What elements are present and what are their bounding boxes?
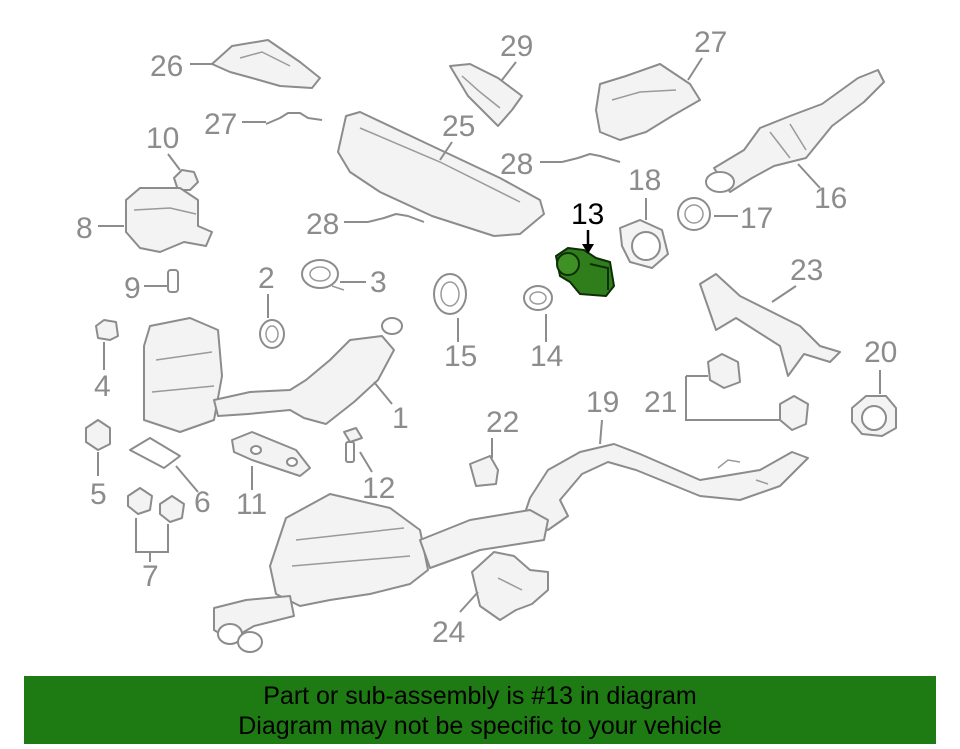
svg-text:10: 10	[146, 122, 179, 155]
svg-text:1: 1	[392, 402, 409, 435]
part-12-bolt[interactable]	[343, 427, 363, 463]
callout-29: 29	[500, 30, 533, 81]
svg-text:7: 7	[142, 560, 159, 593]
svg-text:25: 25	[442, 110, 475, 143]
callout-28-upper: 27	[204, 108, 266, 141]
svg-text:2: 2	[258, 262, 275, 295]
callout-28-lower: 28	[306, 208, 368, 241]
part-5-nut[interactable]	[85, 419, 111, 451]
callout-24: 24	[432, 591, 479, 649]
callout-20: 20	[864, 336, 897, 394]
part-28-strip-upper[interactable]	[265, 112, 323, 125]
svg-text:28: 28	[306, 208, 339, 241]
svg-text:3: 3	[370, 266, 387, 299]
callout-9: 9	[124, 272, 168, 305]
callout-28-middle: 28	[500, 148, 562, 181]
svg-text:14: 14	[530, 340, 563, 373]
callout-10: 10	[146, 122, 181, 171]
svg-text:26: 26	[150, 50, 183, 83]
callout-14: 14	[530, 314, 563, 373]
part-21-hangers[interactable]	[707, 353, 809, 431]
callout-25: 25	[439, 110, 475, 161]
part-15-gasket[interactable]	[433, 273, 467, 315]
callout-5: 5	[90, 452, 107, 511]
part-28-strip-middle[interactable]	[561, 153, 621, 163]
callout-6: 6	[175, 465, 211, 519]
part-3-clamp[interactable]	[301, 259, 345, 291]
part-7-nuts[interactable]	[127, 487, 185, 523]
part-27-heat-shield[interactable]	[595, 63, 701, 141]
banner-line-1: Part or sub-assembly is #13 in diagram	[263, 682, 697, 710]
callout-4: 4	[94, 342, 111, 403]
part-17-gasket[interactable]	[677, 197, 711, 231]
part-20-clamp[interactable]	[851, 395, 897, 437]
part-24-bracket[interactable]	[471, 551, 549, 621]
part-23-bracket[interactable]	[699, 273, 841, 377]
callout-8: 8	[76, 212, 124, 245]
part-25-crossmember[interactable]	[337, 111, 545, 237]
callout-23: 23	[771, 254, 823, 303]
part-6-gasket[interactable]	[129, 437, 181, 469]
callout-1: 1	[373, 381, 409, 435]
part-9-stud[interactable]	[167, 269, 179, 293]
svg-text:13: 13	[571, 198, 604, 231]
part-8-heat-shield[interactable]	[125, 187, 213, 253]
callout-21: 21	[644, 375, 780, 421]
svg-text:23: 23	[790, 254, 823, 287]
callout-22: 22	[486, 406, 519, 458]
callout-17: 17	[714, 202, 773, 235]
callout-2: 2	[258, 262, 275, 318]
callout-13: 13	[571, 198, 604, 254]
svg-text:5: 5	[90, 478, 107, 511]
svg-text:9: 9	[124, 272, 141, 305]
callout-15: 15	[444, 318, 477, 373]
part-22-hanger[interactable]	[469, 455, 499, 487]
part-26-heat-shield[interactable]	[211, 39, 321, 89]
part-manifold-converter[interactable]	[143, 317, 223, 433]
svg-text:11: 11	[236, 488, 267, 521]
part-1-front-pipe[interactable]	[213, 317, 403, 425]
svg-text:24: 24	[432, 616, 465, 649]
part-13-exhaust-clamp[interactable]	[555, 247, 615, 297]
part-19-pipe[interactable]	[523, 443, 809, 531]
part-rear-muffler[interactable]	[213, 493, 549, 653]
callout-7: 7	[135, 518, 169, 593]
part-28-strip-lower[interactable]	[367, 213, 425, 223]
part-11-hanger[interactable]	[231, 431, 311, 477]
svg-text:27: 27	[694, 26, 727, 59]
svg-text:12: 12	[362, 472, 395, 505]
banner-line-2: Diagram may not be specific to your vehi…	[238, 712, 722, 740]
part-16-catalytic-converter[interactable]	[705, 69, 885, 193]
svg-text:18: 18	[628, 164, 661, 197]
svg-text:20: 20	[864, 336, 897, 369]
callout-11: 11	[236, 466, 267, 521]
info-banner: Part or sub-assembly is #13 in diagram D…	[24, 676, 936, 744]
part-4-bracket[interactable]	[95, 319, 119, 341]
svg-text:15: 15	[444, 340, 477, 373]
part-2-gasket[interactable]	[259, 319, 285, 349]
callout-16: 16	[797, 163, 847, 215]
svg-text:8: 8	[76, 212, 93, 245]
callout-19: 19	[586, 386, 619, 445]
svg-text:28: 28	[500, 148, 533, 181]
svg-text:21: 21	[644, 386, 677, 419]
part-18-clamp[interactable]	[619, 219, 669, 269]
callout-27: 27	[687, 26, 727, 81]
svg-text:4: 4	[94, 370, 111, 403]
part-14-clamp[interactable]	[523, 285, 553, 311]
callout-3: 3	[340, 266, 387, 299]
part-29-heat-shield[interactable]	[449, 63, 523, 127]
svg-text:27: 27	[204, 108, 237, 141]
svg-text:17: 17	[740, 202, 773, 235]
svg-text:6: 6	[194, 486, 211, 519]
svg-text:29: 29	[500, 30, 533, 63]
svg-text:22: 22	[486, 406, 519, 439]
callout-18: 18	[628, 164, 661, 220]
callout-12: 12	[359, 451, 395, 505]
svg-text:19: 19	[586, 386, 619, 419]
callout-26: 26	[150, 50, 212, 83]
